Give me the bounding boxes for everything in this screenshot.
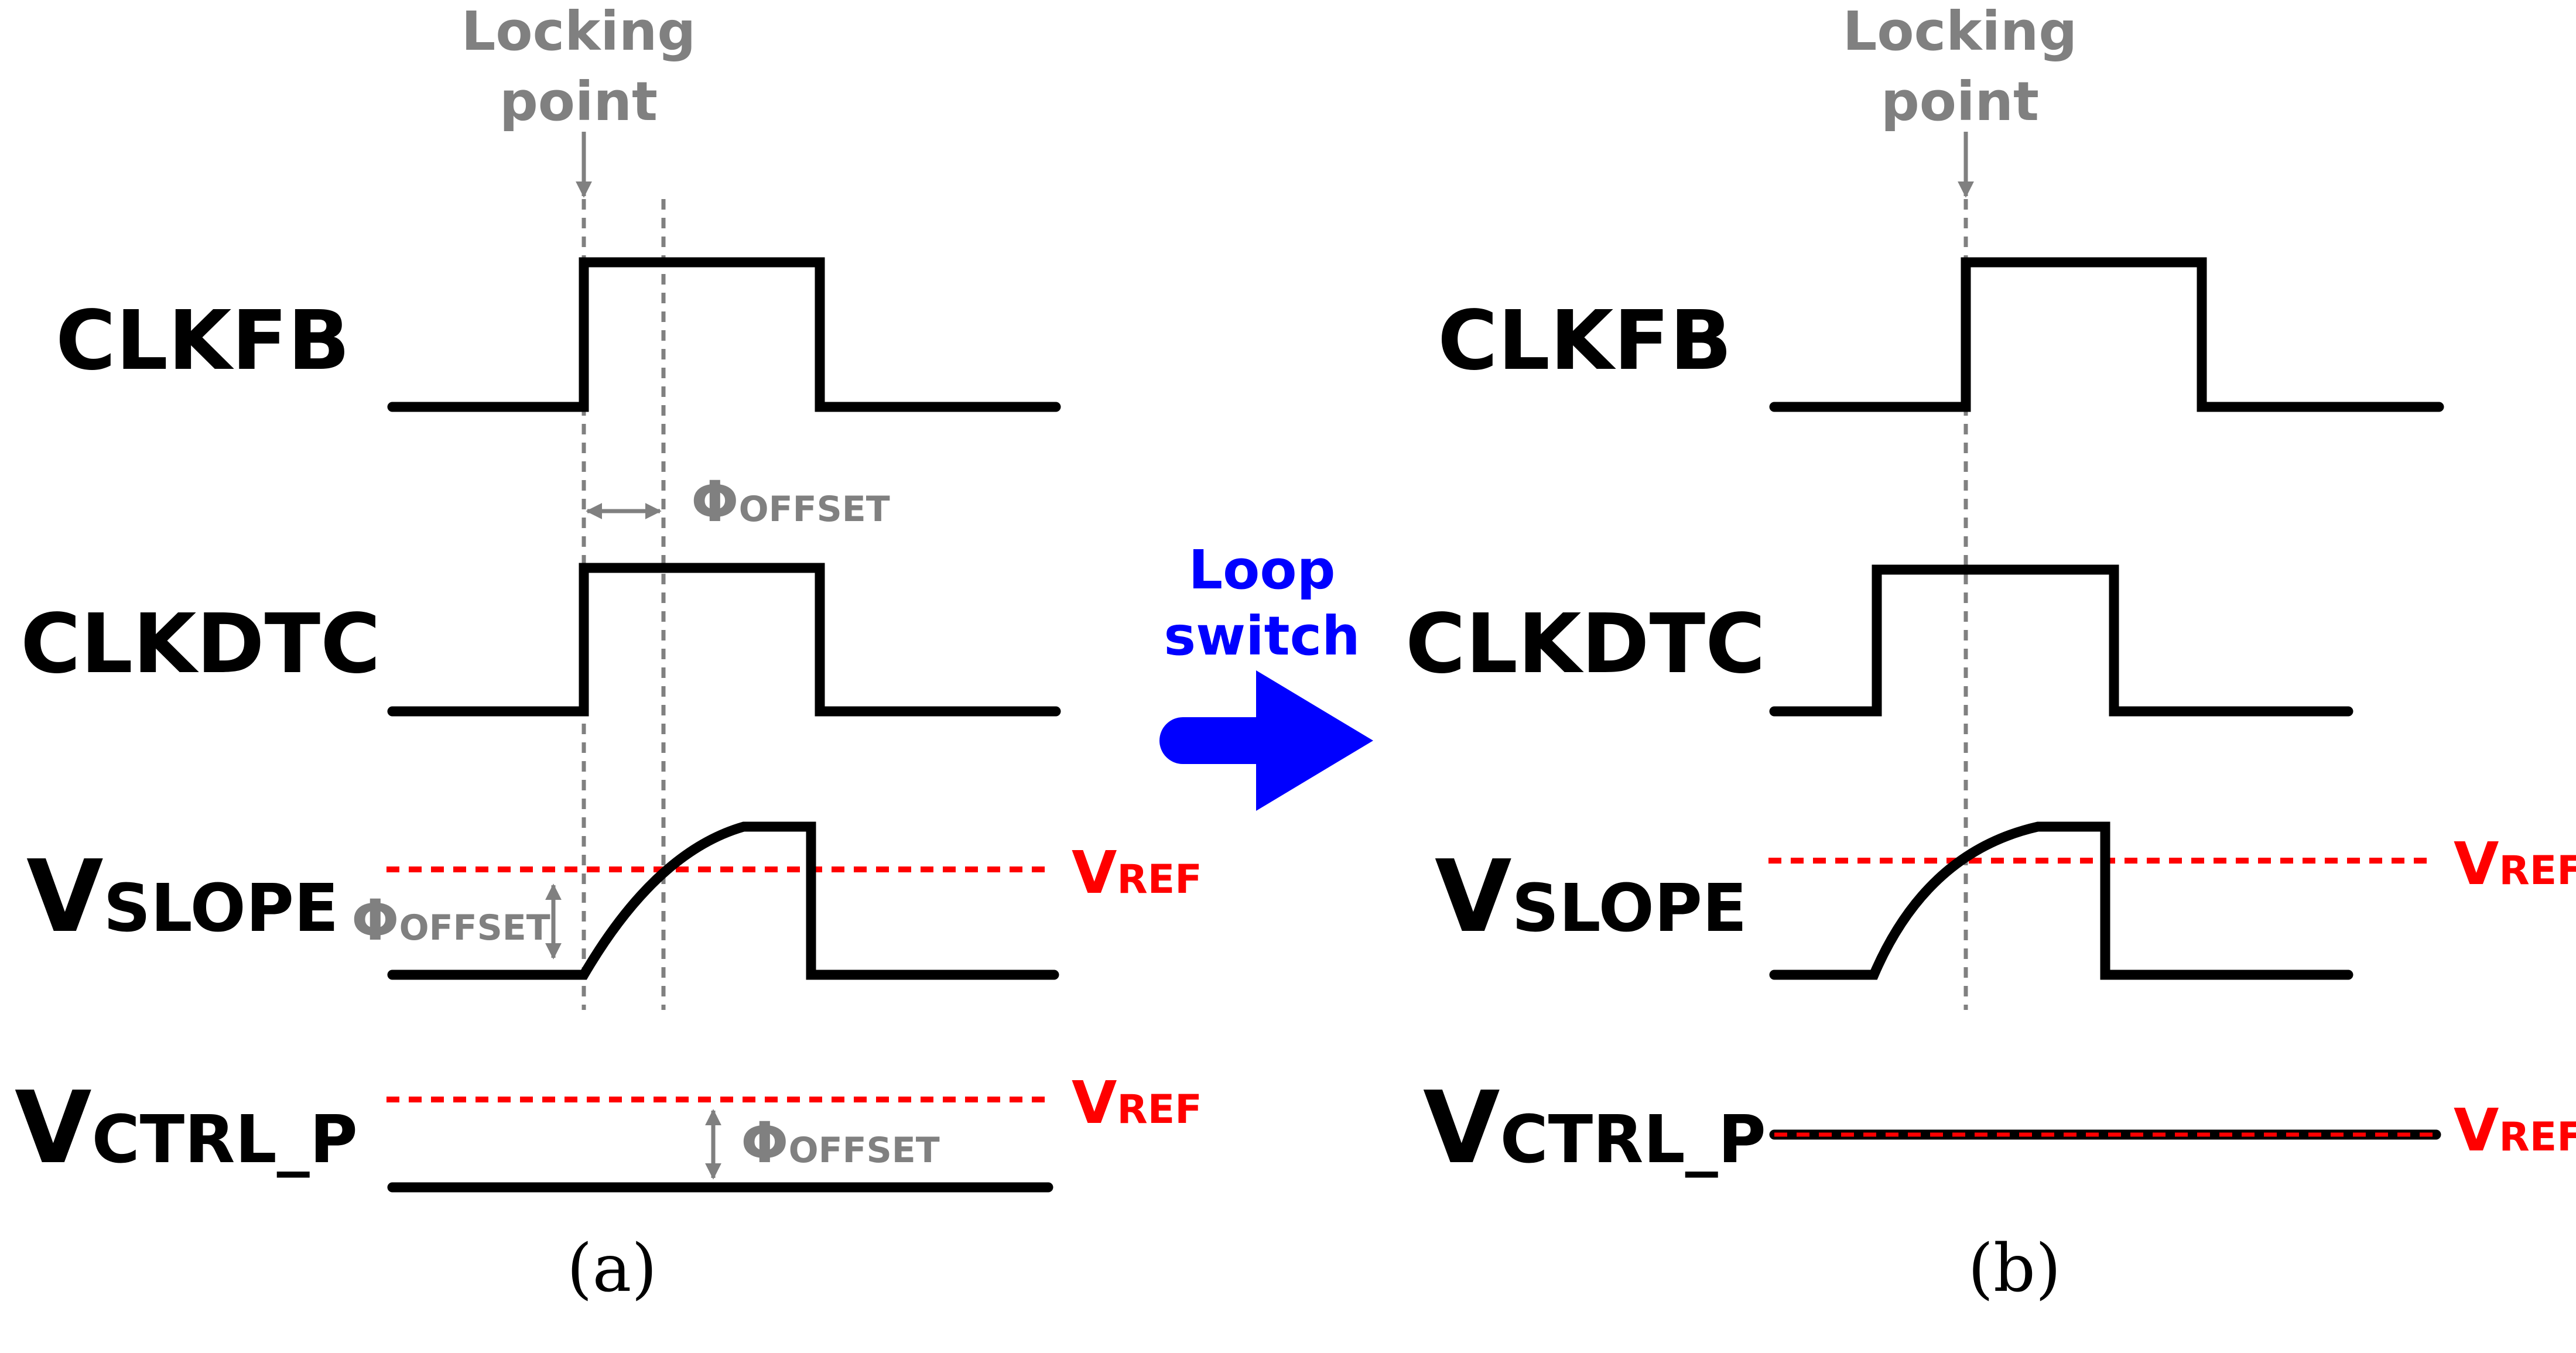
clkfb-label: CLKFB <box>56 293 350 389</box>
clkfb-waveform <box>387 257 1061 412</box>
caption-b: (b) <box>1968 1231 2061 1307</box>
vref-label-slope: VREF <box>1072 838 1202 907</box>
vctrl-label: VCTRL_P <box>1423 1070 1766 1186</box>
clkdtc-label: CLKDTC <box>20 597 381 692</box>
vref-label-ctrl: VREF <box>2454 1096 2576 1164</box>
vslope-label: VSLOPE <box>26 839 338 955</box>
clkdtc-waveform <box>387 563 1061 717</box>
vref-label-slope: VREF <box>2454 830 2576 898</box>
vslope-waveform <box>1769 821 2353 980</box>
loop-switch-label-line1: Loop <box>1189 539 1336 601</box>
caption-a: (a) <box>567 1231 657 1307</box>
phi-offset-label-slope: ΦOFFSET <box>351 888 550 953</box>
loop-switch-arrow <box>1159 670 1373 811</box>
locking-point-label-line1: Locking <box>461 0 696 63</box>
loop-switch-label-line2: switch <box>1164 605 1360 667</box>
phi-offset-label-top: ΦOFFSET <box>691 469 890 535</box>
vref-label-ctrl: VREF <box>1072 1068 1202 1137</box>
phi-offset-label-ctrl: ΦOFFSET <box>741 1110 940 1176</box>
vctrl-label: VCTRL_P <box>15 1070 358 1186</box>
locking-point-label-line2: point <box>1881 70 2039 133</box>
vslope-waveform <box>387 821 1059 980</box>
clkfb-waveform <box>1769 257 2444 412</box>
panel-a: Locking point CLKFB CLKDTC VSLOPE VCTRL_… <box>15 0 1202 1307</box>
clkfb-label: CLKFB <box>1438 293 1732 389</box>
panel-b: Locking point CLKFB CLKDTC VSLOPE VCTRL_… <box>1405 0 2576 1307</box>
locking-point-label-line2: point <box>500 70 658 133</box>
clkdtc-label: CLKDTC <box>1405 597 1766 692</box>
locking-point-label-line1: Locking <box>1843 0 2077 63</box>
loop-switch-transition: Loop switch <box>1159 539 1373 811</box>
clkdtc-waveform <box>1769 564 2353 717</box>
vslope-label: VSLOPE <box>1435 839 1747 955</box>
